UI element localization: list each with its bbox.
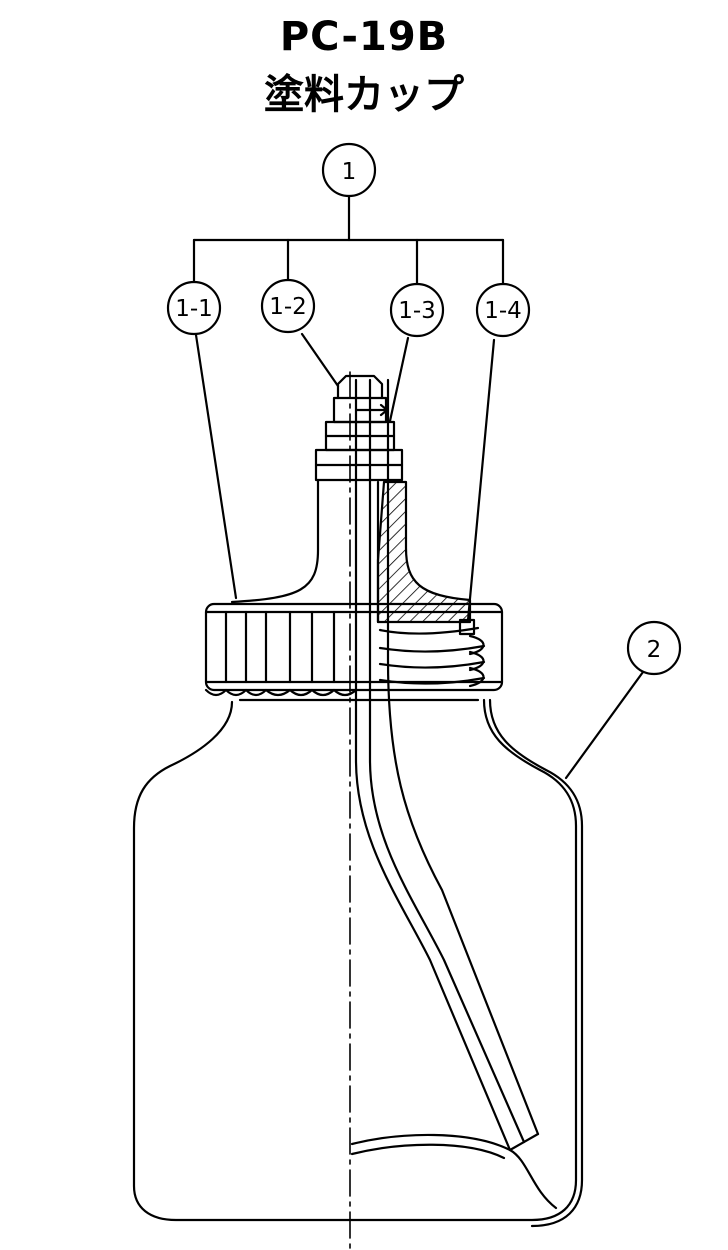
drawing-title-model: PC-19B: [279, 14, 449, 60]
callout-leader-lines: [192, 194, 645, 780]
callout-1-4-label: 1-4: [484, 298, 522, 324]
bottle: [132, 698, 584, 1228]
callout-1-3-label: 1-3: [398, 298, 436, 324]
callout-2-label: 2: [647, 637, 662, 663]
callout-1-3: 1-3: [389, 282, 445, 338]
cap-body: [204, 478, 504, 697]
callout-1: 1: [321, 142, 377, 198]
callout-1-label: 1: [342, 159, 357, 185]
callout-1-4: 1-4: [475, 282, 531, 338]
callout-1-1-label: 1-1: [175, 296, 213, 322]
callout-2: 2: [626, 620, 682, 676]
callout-1-1: 1-1: [166, 280, 222, 336]
callout-1-2-label: 1-2: [269, 294, 307, 320]
suction-tube: [354, 378, 540, 1152]
nipple-fitting: [314, 374, 404, 482]
drawing-title-name: 塗料カップ: [264, 72, 464, 118]
callout-1-2: 1-2: [260, 278, 316, 334]
